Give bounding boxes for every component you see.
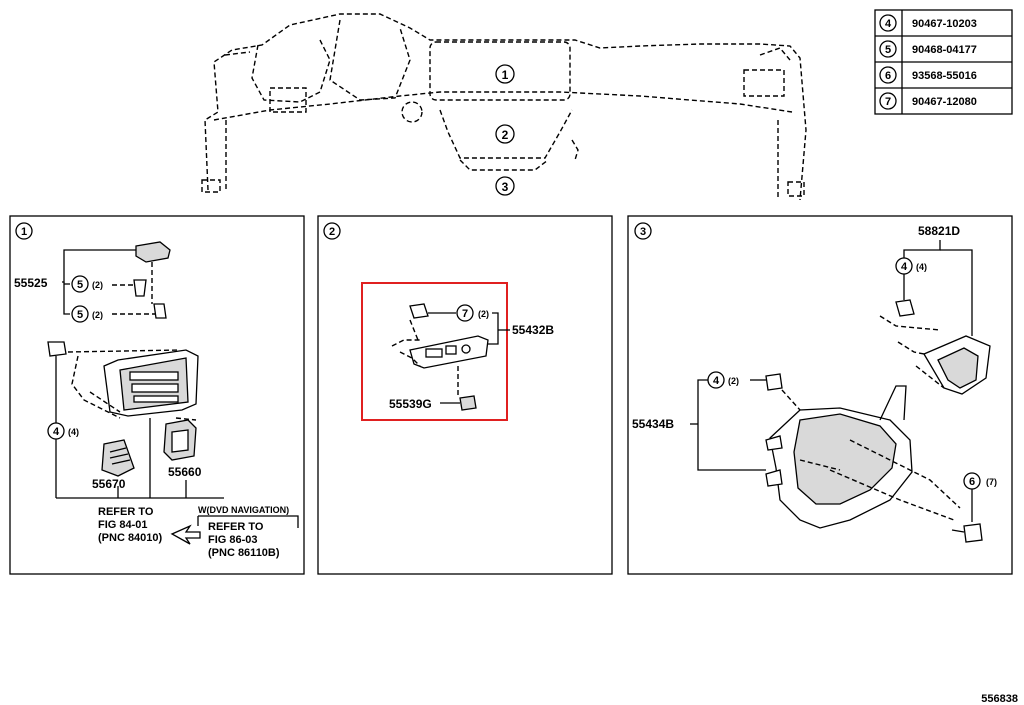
panel-1: 1 55525 5 (2) 5 (2) 4 (4) xyxy=(9,215,305,575)
svg-text:6: 6 xyxy=(969,476,975,488)
svg-text:7: 7 xyxy=(885,96,891,108)
svg-text:3: 3 xyxy=(502,180,509,194)
svg-text:W(DVD NAVIGATION): W(DVD NAVIGATION) xyxy=(198,505,289,515)
svg-text:4: 4 xyxy=(53,426,60,438)
svg-text:(2): (2) xyxy=(92,310,103,320)
highlight-box xyxy=(361,282,508,421)
svg-text:(2): (2) xyxy=(92,280,103,290)
part-55670: 55670 xyxy=(92,477,126,491)
svg-text:(7): (7) xyxy=(986,477,997,487)
part-58821D: 58821D xyxy=(918,224,960,238)
svg-text:5: 5 xyxy=(77,309,83,321)
part-55434B: 55434B xyxy=(632,417,674,431)
svg-text:REFER TO: REFER TO xyxy=(208,521,264,533)
svg-text:4: 4 xyxy=(901,261,908,273)
svg-text:(4): (4) xyxy=(68,427,79,437)
svg-text:4: 4 xyxy=(885,18,892,30)
svg-text:6: 6 xyxy=(885,70,891,82)
part-55660: 55660 xyxy=(168,465,202,479)
dash-callout-3: 3 xyxy=(495,176,515,196)
dash-callout-2: 2 xyxy=(495,124,515,144)
legend-part-4: 90467-10203 xyxy=(912,18,977,30)
figure-id: 556838 xyxy=(981,693,1018,705)
panel-2: 2 7 (2) 55432B 55539G xyxy=(317,215,613,575)
panel-3: 3 58821D 4 (4) 4 (2) 55434B xyxy=(627,215,1013,575)
legend-table: 4 90467-10203 5 90468-04177 6 93568-5501… xyxy=(874,9,1013,115)
legend-part-7: 90467-12080 xyxy=(912,96,977,108)
svg-text:1: 1 xyxy=(21,226,27,238)
svg-text:REFER TO: REFER TO xyxy=(98,506,154,518)
part-55525: 55525 xyxy=(14,276,48,290)
svg-text:(PNC 86110B): (PNC 86110B) xyxy=(208,547,280,559)
legend-part-5: 90468-04177 xyxy=(912,44,977,56)
svg-text:1: 1 xyxy=(502,68,509,82)
svg-text:7: 7 xyxy=(462,308,468,320)
svg-text:FIG 84-01: FIG 84-01 xyxy=(98,519,148,531)
svg-text:FIG 86-03: FIG 86-03 xyxy=(208,534,258,546)
dashboard-outline xyxy=(201,13,807,201)
svg-text:(2): (2) xyxy=(478,309,489,319)
svg-text:2: 2 xyxy=(329,226,335,238)
svg-text:(4): (4) xyxy=(916,262,927,272)
svg-text:4: 4 xyxy=(713,375,720,387)
legend-part-6: 93568-55016 xyxy=(912,70,977,82)
svg-text:(2): (2) xyxy=(728,376,739,386)
dash-callout-1: 1 xyxy=(495,64,515,84)
svg-text:(PNC 84010): (PNC 84010) xyxy=(98,532,163,544)
svg-text:3: 3 xyxy=(640,226,646,238)
svg-text:5: 5 xyxy=(885,44,891,56)
part-55539G: 55539G xyxy=(389,397,432,411)
svg-text:5: 5 xyxy=(77,279,83,291)
part-55432B: 55432B xyxy=(512,323,554,337)
svg-text:2: 2 xyxy=(502,128,509,142)
